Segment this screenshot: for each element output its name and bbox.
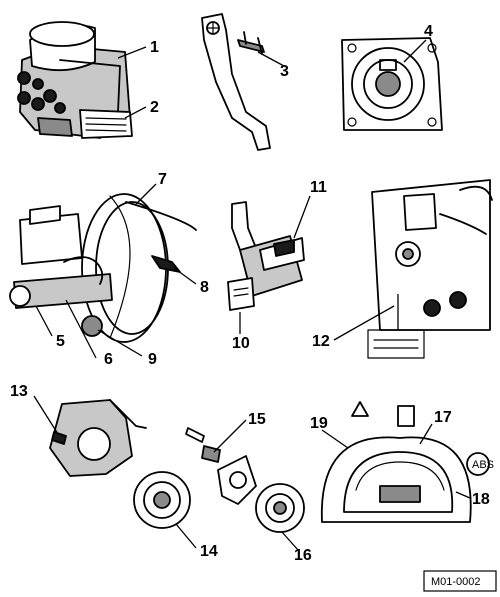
callout-8: 8: [200, 279, 209, 296]
leader-5: [35, 305, 53, 337]
sensor-unit-drawing: [227, 201, 305, 311]
callout-9: 9: [148, 351, 157, 368]
callout-18: 18: [472, 491, 490, 508]
leader-12: [333, 305, 395, 341]
callout-13: 13: [10, 383, 28, 400]
leader-4: [403, 39, 427, 63]
leader-7: [135, 183, 157, 205]
leader-1: [117, 46, 147, 59]
leader-11: [293, 195, 311, 239]
callout-10: 10: [232, 335, 250, 352]
callout-17: 17: [434, 409, 452, 426]
instrument-cluster-drawing: [320, 401, 490, 523]
leader-13: [33, 395, 59, 435]
callout-3: 3: [280, 63, 289, 80]
steering-switch-drawing: [341, 37, 443, 131]
callout-16: 16: [294, 547, 312, 564]
leader-14: [175, 523, 197, 549]
brake-pedal-drawing: [201, 13, 271, 151]
leader-6: [65, 299, 97, 359]
diagnostic-connector-zoom: [367, 329, 425, 359]
leader-17: [419, 423, 433, 445]
callout-12: 12: [312, 333, 330, 350]
reference-box: [423, 570, 497, 592]
abs-badge: ABS: [472, 459, 494, 471]
callout-6: 6: [104, 351, 113, 368]
rear-hub-drawing: [185, 427, 305, 533]
callout-7: 7: [158, 171, 167, 188]
callout-11: 11: [310, 179, 327, 196]
callout-14: 14: [200, 543, 218, 560]
leader-19: [321, 429, 349, 449]
leader-15: [213, 419, 247, 453]
reference-code: M01-0002: [431, 576, 481, 588]
abs-hydraulic-unit-drawing: [17, 21, 133, 139]
leader-18: [455, 491, 471, 499]
callout-2: 2: [150, 99, 159, 116]
callout-4: 4: [424, 23, 433, 40]
callout-5: 5: [56, 333, 65, 350]
leader-9: [97, 329, 143, 357]
front-hub-drawing: [49, 399, 191, 529]
connector-pins: [373, 339, 419, 349]
dashboard-drawing: [371, 179, 493, 331]
leader-16: [281, 531, 299, 551]
brake-servo-drawing: [9, 193, 197, 343]
callout-1: 1: [150, 39, 159, 56]
leader-8: [173, 267, 197, 285]
callout-15: 15: [248, 411, 266, 428]
leader-3: [257, 51, 285, 67]
callout-19: 19: [310, 415, 328, 432]
leader-2: [124, 106, 147, 119]
